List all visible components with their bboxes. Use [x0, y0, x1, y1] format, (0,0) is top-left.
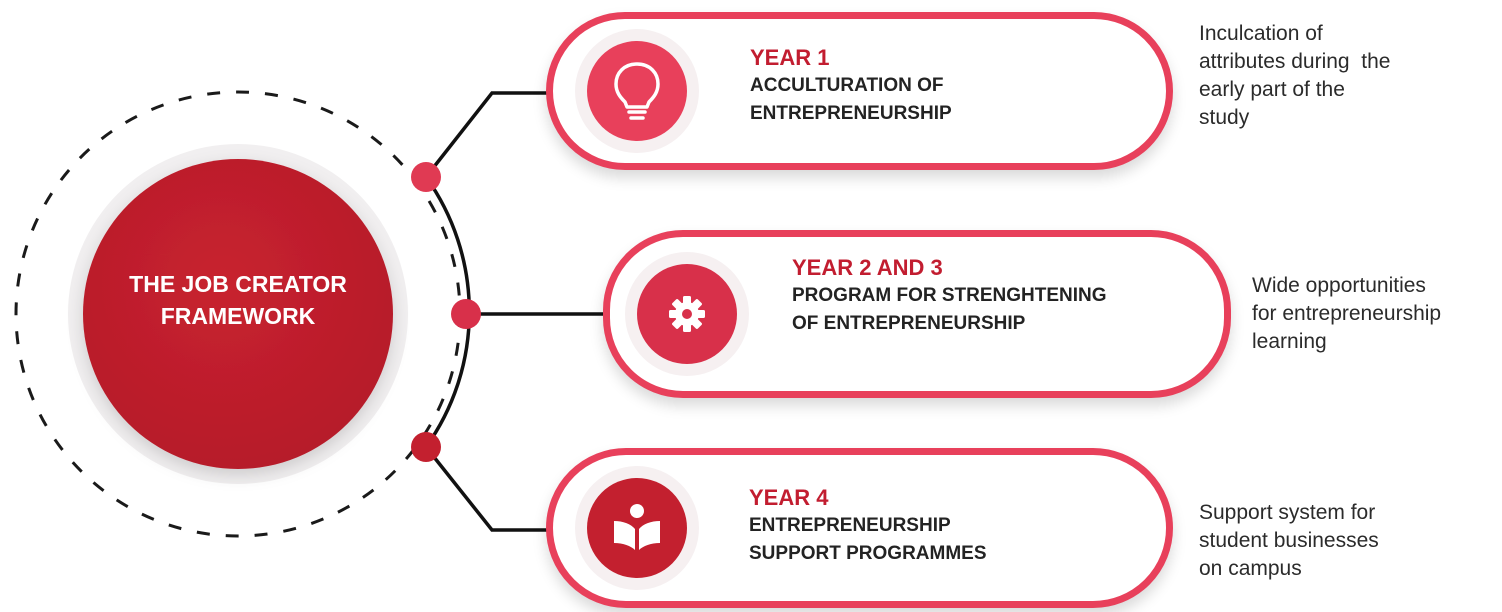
stage-description-1-line-2: attributes during the — [1199, 50, 1391, 73]
stage-description-3-line-2: student businesses — [1199, 529, 1379, 552]
stage-description-3-line-1: Support system for — [1199, 501, 1376, 524]
stage-title-3-line-2: SUPPORT PROGRAMMES — [749, 543, 987, 564]
center-title-line-2: FRAMEWORK — [160, 303, 316, 329]
stage-title-1: ACCULTURATION OF ENTREPRENEURSHIP — [750, 72, 952, 128]
book-reader-icon — [614, 504, 660, 550]
stage-title-2-line-1: PROGRAM FOR STRENGHTENING — [792, 285, 1107, 306]
connector-line-1 — [424, 91, 556, 179]
stage-description-2-line-1: Wide opportunities — [1252, 274, 1426, 297]
stage-icon-badge-1 — [587, 41, 687, 141]
stage-description-2-line-3: learning — [1252, 330, 1327, 353]
stage-description-1-line-1: Inculcation of — [1199, 22, 1323, 45]
stage-title-3-line-1: ENTREPRENEURSHIP — [749, 515, 951, 536]
stage-title-3: ENTREPRENEURSHIP SUPPORT PROGRAMMES — [749, 512, 987, 568]
connector-line-3 — [424, 445, 556, 532]
center-circle — [83, 159, 393, 469]
stage-description-3-line-3: on campus — [1199, 557, 1302, 580]
stage-description-2: Wide opportunities for entrepreneurship … — [1252, 272, 1441, 356]
stage-description-1-line-4: study — [1199, 106, 1250, 129]
stage-text-3: YEAR 4 ENTREPRENEURSHIP SUPPORT PROGRAMM… — [749, 484, 987, 568]
lightbulb-icon — [614, 62, 660, 120]
stage-year-2: YEAR 2 AND 3 — [792, 255, 943, 280]
stage-text-2: YEAR 2 AND 3 PROGRAM FOR STRENGHTENING O… — [792, 254, 1107, 338]
stage-year-1: YEAR 1 — [750, 45, 830, 70]
stage-year-3: YEAR 4 — [749, 485, 829, 510]
stage-icon-badge-2 — [637, 264, 737, 364]
stage-description-2-line-2: for entrepreneurship — [1252, 302, 1442, 325]
connector-node-1 — [411, 162, 441, 192]
stage-description-1-line-3: early part of the — [1199, 78, 1345, 101]
stage-title-1-line-2: ENTREPRENEURSHIP — [750, 103, 952, 124]
connector-node-3 — [411, 432, 441, 462]
stage-description-1: Inculcation of attributes during the ear… — [1199, 20, 1390, 132]
stage-title-1-line-1: ACCULTURATION OF — [750, 75, 944, 96]
stage-title-2-line-2: OF ENTREPRENEURSHIP — [792, 313, 1026, 334]
stage-title-2: PROGRAM FOR STRENGHTENING OF ENTREPRENEU… — [792, 282, 1107, 338]
center-title-line-1: THE JOB CREATOR — [129, 271, 347, 297]
stage-description-3: Support system for student businesses on… — [1199, 499, 1379, 583]
stage-icon-badge-3 — [587, 478, 687, 578]
connector-node-2 — [451, 299, 481, 329]
center-title: THE JOB CREATOR FRAMEWORK — [80, 268, 396, 332]
stage-card-year-1 — [546, 12, 1173, 170]
gear-icon — [669, 296, 705, 332]
stage-text-1: YEAR 1 ACCULTURATION OF ENTREPRENEURSHIP — [750, 44, 952, 128]
